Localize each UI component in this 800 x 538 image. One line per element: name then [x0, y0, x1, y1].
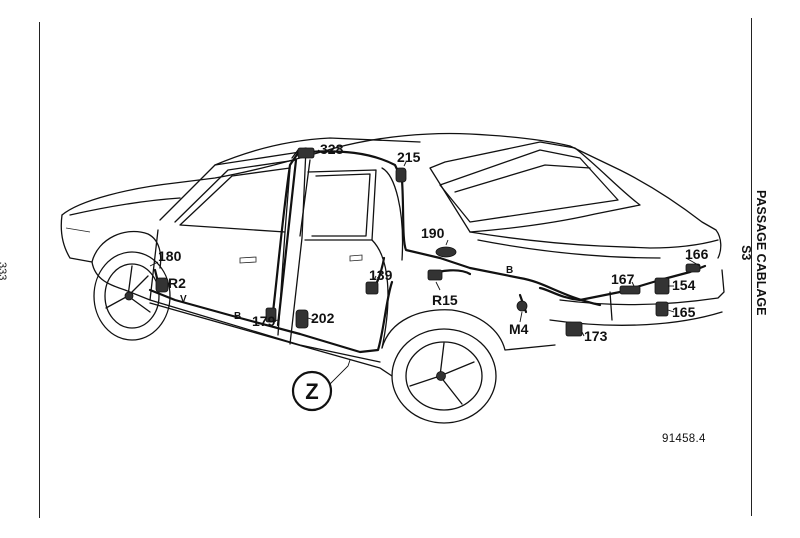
connector-190 [435, 246, 457, 258]
label-173: 173 [584, 328, 608, 344]
right-margin-rule [751, 18, 753, 516]
label-r2: R2 [168, 275, 186, 291]
connector-r15 [427, 269, 443, 281]
zone-z-pointer [329, 359, 351, 385]
connector-154 [654, 277, 670, 295]
label-180: 180 [158, 248, 182, 264]
figure-reference: 91458.4 [662, 433, 706, 445]
label-328: 328 [320, 141, 344, 157]
zone-z-circle [291, 370, 333, 412]
front-wheel [93, 251, 171, 341]
label-v: V [180, 294, 187, 305]
connector-139 [365, 281, 379, 295]
connector-215 [395, 167, 407, 183]
label-215: 215 [397, 149, 421, 165]
connector-r2 [155, 277, 169, 293]
label-167: 167 [611, 271, 635, 287]
label-154: 154 [672, 277, 696, 293]
label-202: 202 [311, 310, 335, 326]
connector-202 [295, 309, 309, 329]
wiring-harness [148, 148, 707, 354]
label-179: 179 [252, 313, 276, 329]
label-139: 139 [369, 267, 393, 283]
connector-328 [297, 147, 315, 159]
left-margin-rule [39, 22, 41, 518]
connector-167 [619, 285, 641, 295]
reference-labels: 328 215 180 R2 V 190 139 R15 B B 179 202… [158, 141, 709, 344]
connector-m4 [516, 300, 528, 312]
car-body [60, 132, 725, 377]
leader-lines [149, 149, 701, 337]
connector-165 [655, 301, 669, 317]
connector-173 [565, 321, 583, 337]
label-b-rear: B [506, 265, 513, 276]
label-r15: R15 [432, 292, 458, 308]
label-b-sill: B [234, 311, 241, 322]
connectors [155, 147, 701, 337]
connector-166 [685, 263, 701, 273]
label-166: 166 [685, 246, 709, 262]
label-165: 165 [672, 304, 696, 320]
zone-z-label: Z [305, 379, 318, 404]
label-190: 190 [421, 225, 445, 241]
zone-z-callout: Z [291, 359, 351, 412]
rear-wheel [391, 328, 497, 424]
label-m4: M4 [509, 321, 529, 337]
